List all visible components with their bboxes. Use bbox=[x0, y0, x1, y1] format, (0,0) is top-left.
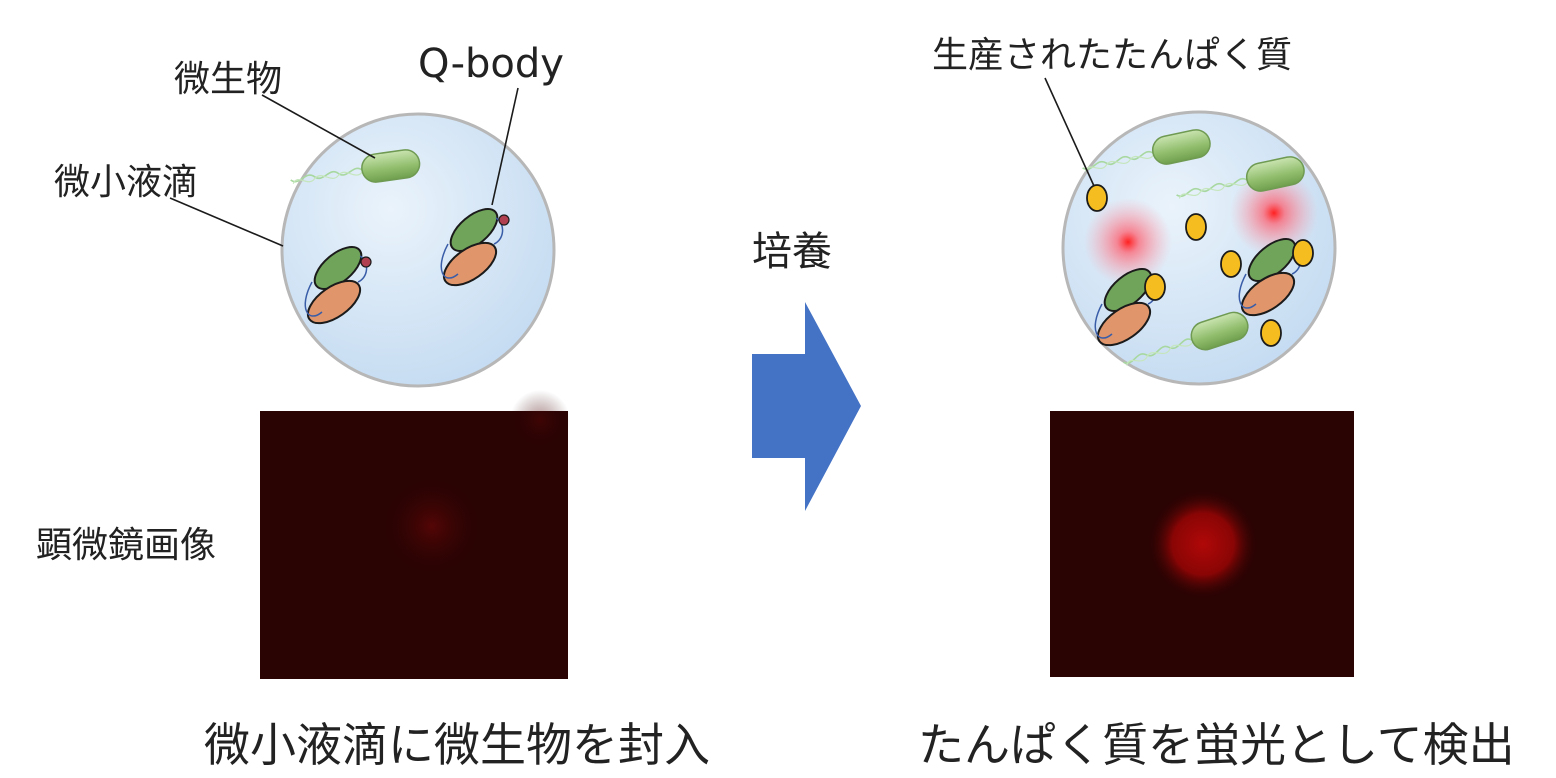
protein-icon bbox=[1220, 250, 1242, 278]
right-arrow-icon bbox=[752, 302, 861, 511]
protein-icon bbox=[1292, 239, 1314, 267]
protein-icon bbox=[1260, 319, 1282, 347]
droplet-right bbox=[1044, 77, 1337, 386]
caption-left: 微小液滴に微生物を封入 bbox=[204, 718, 710, 772]
produced-protein-label: 生産されたたんぱく質 bbox=[932, 35, 1293, 76]
qbody-leader-line bbox=[491, 87, 519, 206]
fluorescence-icon bbox=[1230, 169, 1318, 257]
micrograph-left bbox=[260, 390, 570, 679]
caption-right: たんぱく質を蛍光として検出 bbox=[918, 718, 1515, 772]
microbe-leader-line bbox=[261, 94, 376, 159]
micrograph-label: 顕微鏡画像 bbox=[36, 525, 217, 566]
fluorescence-icon bbox=[1084, 198, 1172, 286]
microbe-label: 微生物 bbox=[174, 59, 283, 100]
protein-icon bbox=[1185, 213, 1207, 241]
protein-icon bbox=[1086, 184, 1108, 212]
culture-label: 培養 bbox=[752, 229, 832, 275]
qbody-label: Q-body bbox=[418, 41, 564, 87]
qbody-icon bbox=[435, 200, 510, 295]
micrograph-right bbox=[1050, 411, 1354, 677]
droplet-left bbox=[169, 87, 556, 388]
protein-icon bbox=[1144, 273, 1166, 301]
qbody-icon bbox=[299, 238, 372, 333]
protein-leader-line bbox=[1044, 77, 1095, 187]
droplet-label: 微小液滴 bbox=[54, 162, 199, 203]
droplet-icon bbox=[280, 112, 556, 388]
droplet-leader-line bbox=[169, 197, 284, 247]
